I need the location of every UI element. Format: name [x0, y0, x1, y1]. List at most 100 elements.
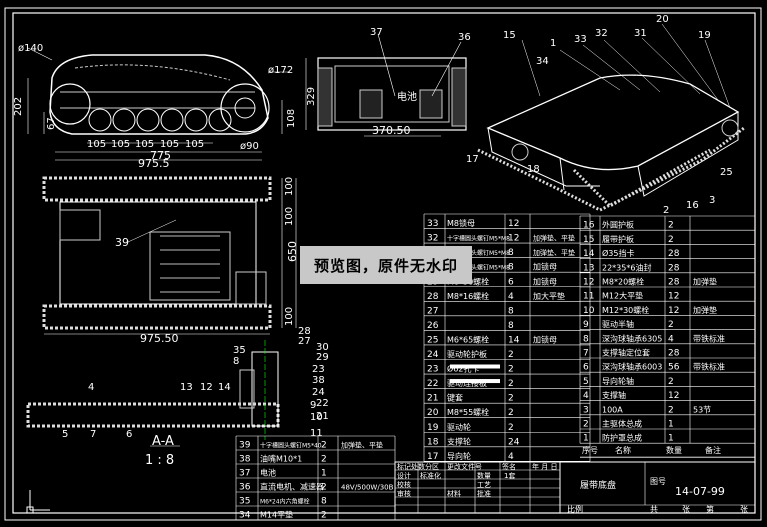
- balloon-7: 7: [90, 429, 96, 440]
- bom-row-qty: 14: [508, 335, 520, 345]
- balloon-23: 23: [312, 364, 325, 375]
- tb-role-process: 工艺: [477, 481, 491, 489]
- balloon-22: 22: [316, 398, 329, 409]
- tb-sign-3: 签名: [502, 462, 516, 471]
- bom-row-name: 外圆护板: [602, 220, 634, 230]
- dim-w9755: 975.5: [138, 157, 170, 170]
- balloon-14: 14: [218, 382, 231, 393]
- bom-row-note: 加弹垫、平垫: [533, 248, 575, 257]
- bom-row-note: 加弹垫: [693, 305, 717, 315]
- bom-row-no: 37: [239, 469, 250, 479]
- tb-sign-4: 年 月 日: [532, 462, 557, 471]
- bom-row-no: 1: [583, 434, 589, 444]
- bom-row-name: M12*30螺栓: [602, 305, 649, 315]
- bom-row-qty: 2: [508, 379, 514, 389]
- bom-row-name: M6*65螺栓: [447, 334, 489, 344]
- balloon-31: 31: [634, 28, 647, 39]
- bom-row-no: 34: [239, 511, 251, 521]
- tb-qty-value: 1套: [504, 471, 515, 480]
- balloon-36: 36: [458, 32, 471, 43]
- bom-row-qty: 1: [668, 434, 674, 444]
- bom-row-name: M8*20螺栓: [602, 277, 644, 287]
- dim-pitch-2: 105: [111, 139, 130, 150]
- bom-row-name: M8*55螺栓: [447, 407, 489, 417]
- bom-row-qty: 2: [668, 320, 674, 330]
- bom-row-name: 驱动连接板: [447, 378, 487, 388]
- balloon-1: 1: [550, 38, 556, 49]
- bom-row-no: 36: [239, 483, 251, 493]
- bom-row-no: 27: [427, 306, 438, 316]
- bom-row-note: 带铁标准: [693, 362, 725, 372]
- balloon-6: 6: [126, 429, 132, 440]
- bom-row-no: 38: [239, 455, 251, 465]
- dim-h202: 202: [13, 97, 24, 116]
- bom-row-name: M6*24内六角螺栓: [260, 498, 310, 506]
- bom-row-qty: 12: [668, 391, 679, 401]
- bom-row-no: 13: [583, 263, 594, 273]
- bom-row-no: 15: [583, 235, 594, 245]
- bom-row-name: 油嘴M10*1: [260, 454, 302, 464]
- section-view: [26, 340, 280, 447]
- bom-row-qty: 4: [668, 334, 674, 344]
- balloon-33: 33: [574, 34, 587, 45]
- ucs-icon: [26, 490, 50, 514]
- bom-row-qty: 2: [508, 394, 514, 404]
- bom-row-qty: 12: [508, 219, 519, 229]
- bom-row-no: 6: [583, 363, 589, 373]
- bom-row-name: M8*16螺栓: [447, 291, 489, 301]
- bom-grid: [235, 213, 756, 521]
- balloon-2: 2: [663, 205, 669, 216]
- battery-label: 电池: [397, 90, 417, 103]
- bom-row-no: 19: [427, 423, 439, 433]
- drawing-name: 履带底盘: [580, 479, 616, 491]
- bom-row-no: 33: [427, 219, 438, 229]
- balloon-10: 10: [310, 412, 323, 423]
- bom-row-no: 8: [583, 334, 589, 344]
- bom-row-note: 48V/500W/30B: [341, 484, 394, 492]
- balloon-12: 12: [200, 382, 213, 393]
- bom-row-name: 十字槽圆头螺钉M5*40: [260, 442, 322, 450]
- iso-view: [477, 23, 745, 212]
- bom-row-no: 24: [427, 350, 439, 360]
- tb-sheet-4: 张: [740, 505, 748, 514]
- bom-row-name: 深沟球轴承6305: [602, 333, 662, 343]
- balloon-5: 5: [62, 429, 68, 440]
- bom-row-no: 25: [427, 335, 438, 345]
- bom-row-qty: 2: [321, 455, 327, 465]
- bom-row-name: 导向轮: [447, 451, 471, 461]
- dim-w97550: 975.50: [140, 332, 179, 345]
- balloon-15: 15: [503, 30, 516, 41]
- bom-row-qty: 1: [668, 420, 674, 430]
- bom-row-name: M8锁母: [447, 218, 475, 228]
- balloon-21: 21: [316, 411, 329, 422]
- bom-row-name: 支撑轴: [602, 390, 626, 400]
- section-scale: 1 : 8: [145, 453, 174, 468]
- bom-row-no: 11: [583, 292, 594, 302]
- bom-row-no: 9: [583, 320, 589, 330]
- dim-h329: 329: [306, 87, 317, 106]
- tb-sheet-2: 张: [682, 505, 690, 514]
- bom-row-no: 22: [427, 379, 438, 389]
- bom-row-qty: 2: [321, 483, 327, 493]
- tb-sign-1: 标记处数分区: [397, 462, 439, 471]
- bom-row-qty: 28: [668, 263, 680, 273]
- bom-row-qty: 28: [668, 278, 680, 288]
- balloon-4: 4: [88, 382, 94, 393]
- dim-v100b: 100: [284, 207, 295, 226]
- tb-role-review: 审核: [397, 489, 411, 498]
- dim-pitch-3: 105: [135, 139, 154, 150]
- balloon-11: 11: [310, 428, 323, 439]
- bom-header-cell: 数量: [666, 445, 682, 455]
- bom-row-qty: 2: [668, 235, 674, 245]
- dim-h67: 67: [46, 117, 57, 130]
- front-view: [305, 33, 467, 137]
- bom-row-no: 5: [583, 377, 589, 387]
- bom-row-name: 键套: [447, 393, 463, 403]
- dim-d172: ø172: [268, 65, 293, 76]
- balloon-29: 29: [316, 352, 329, 363]
- bom-row-name: 十字槽圆头螺钉M5*M8: [447, 235, 510, 243]
- tb-role-standard: 标准化: [420, 471, 441, 480]
- balloon-9: 9: [310, 400, 316, 411]
- bom-row-no: 10: [583, 306, 595, 316]
